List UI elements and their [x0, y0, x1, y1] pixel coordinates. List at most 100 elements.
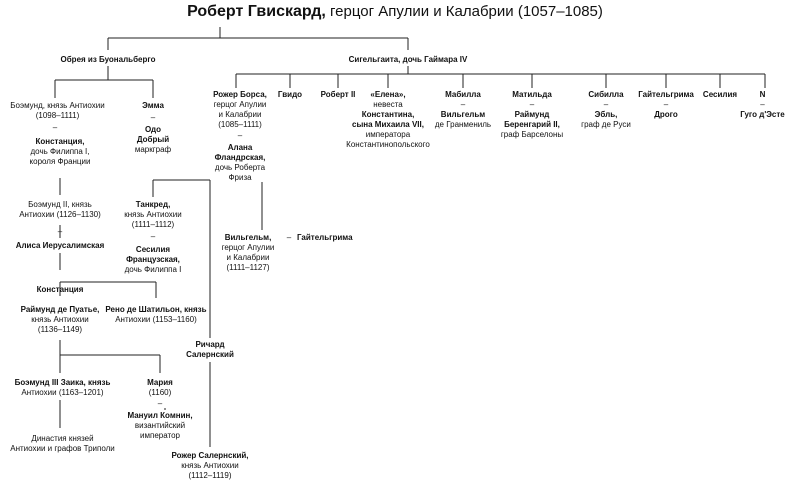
node-richard: Ричард Салернский	[178, 340, 242, 360]
node-sibilla-line4: граф де Руси	[581, 120, 631, 129]
node-n-daughter-line3: Гуго д'Эсте	[740, 110, 785, 119]
node-constance1-line2: дочь Филиппа I,	[30, 147, 90, 156]
node-constance1-line1: Констанция,	[35, 137, 85, 146]
node-mabilla-line3: Вильгельм	[440, 110, 486, 119]
title-main: Роберт Гвискард,	[187, 3, 326, 20]
node-n-daughter-line1: N	[759, 90, 766, 99]
node-emma: Эмма	[142, 101, 164, 110]
node-guido: Гвидо	[277, 90, 303, 99]
node-alana-line3: дочь Роберта	[214, 163, 266, 172]
node-alana: Алана Фландрская, дочь Роберта Фриза	[208, 143, 272, 183]
node-maria: Мария (1160)	[130, 378, 190, 398]
node-roger-salerno-line1: Рожер Салернский,	[171, 451, 249, 460]
node-odo-line3: маркграф	[134, 145, 172, 154]
node-wife1: Обрея из Буональберго	[60, 55, 156, 64]
node-tancred-line3: (1111–1112)	[131, 220, 175, 229]
node-dynasty-line1: Династия князей	[31, 434, 94, 443]
node-dynasty-line2: Антиохии и графов Триполи	[10, 444, 115, 453]
node-elena-line4: сына Михаила VII,	[352, 120, 424, 129]
node-matilda-line3: Раймунд	[514, 110, 550, 119]
dash-tancred: –	[150, 232, 156, 241]
node-bohemond2-line1: Боэмунд II, князь	[28, 200, 92, 209]
node-cecilia-line2: Французская,	[126, 255, 180, 264]
title-rest: герцог Апулии и Калабрии (1057–1085)	[325, 3, 603, 20]
node-odo-line1: Одо	[145, 125, 161, 134]
node-mabilla-line1: Мабилла	[445, 90, 481, 99]
dash-maria: –	[157, 399, 163, 408]
node-bohemond3-line2: Антиохии (1163–1201)	[21, 388, 104, 397]
node-sibilla-line2: –	[603, 100, 609, 109]
node-alana-line2: Фландрская,	[214, 153, 266, 162]
node-cecilia-d: Сесилия	[702, 90, 738, 99]
node-sibilla-line3: Эбль,	[594, 110, 618, 119]
node-maria-line2: (1160)	[148, 388, 172, 397]
node-odo-line2: Добрый	[136, 135, 170, 144]
node-elena: «Елена», невеста Константина, сына Михаи…	[343, 90, 433, 150]
node-alana-line1: Алана	[227, 143, 253, 152]
node-bohemond3-line1: Боэмунд III Заика, князь	[14, 378, 111, 387]
node-elena-line5: императора	[365, 130, 411, 139]
node-mabilla-line2: –	[460, 100, 466, 109]
node-bohemond1-line2: (1098–1111)	[35, 111, 80, 120]
diagram-title: Роберт Гвискард, герцог Апулии и Калабри…	[0, 3, 790, 21]
node-alana-line4: Фриза	[228, 173, 252, 182]
node-matilda: Матильда – Раймунд Беренгарий II, граф Б…	[497, 90, 567, 140]
node-raymond: Раймунд де Пуатье, князь Антиохии (1136–…	[0, 305, 120, 335]
node-roger-borsa-line3: и Калабрии	[218, 110, 262, 119]
node-sibilla-line1: Сибилла	[588, 90, 624, 99]
node-william-line1: Вильгельм,	[224, 233, 272, 242]
dash-bohemond1: –	[52, 123, 58, 132]
node-tancred-line1: Танкред,	[135, 200, 171, 209]
node-bohemond2-line2: Антиохии (1126–1130)	[19, 210, 101, 219]
node-roger-borsa-line4: (1085–1111)	[218, 120, 262, 129]
node-elena-line3: Константина,	[361, 110, 415, 119]
node-elena-line1: «Елена»,	[370, 90, 406, 99]
node-tancred-line2: князь Антиохии	[124, 210, 182, 219]
node-gaitelgrima-d-line3: Дрого	[654, 110, 678, 119]
node-matilda-line5: граф Барселоны	[500, 130, 564, 139]
node-william-line2: герцог Апулии	[221, 243, 275, 252]
node-constance1-line3: короля Франции	[29, 157, 91, 166]
node-gaitelgrima-d: Гайтельгрима – Дрого	[634, 90, 698, 120]
node-reynald-line1: Рено де Шатильон, князь	[105, 305, 207, 314]
node-raymond-line1: Раймунд де Пуатье,	[20, 305, 100, 314]
node-maria-line1: Мария	[147, 378, 173, 387]
node-william-line4: (1111–1127)	[226, 263, 270, 272]
node-cecilia-line1: Сесилия	[135, 245, 171, 254]
node-reynald: Рено де Шатильон, князь Антиохии (1153–1…	[100, 305, 212, 325]
node-roger-salerno: Рожер Салернский, князь Антиохии (1112–1…	[160, 451, 260, 481]
node-robert2: Роберт II	[320, 90, 356, 99]
node-cecilia: Сесилия Французская, дочь Филиппа I	[113, 245, 193, 275]
node-william: Вильгельм, герцог Апулии и Калабрии (111…	[215, 233, 281, 273]
node-elena-line2: невеста	[373, 100, 403, 109]
dash-roger-borsa: –	[237, 131, 243, 140]
node-n-daughter: N – Гуго д'Эсте	[735, 90, 790, 120]
node-roger-salerno-line2: князь Антиохии	[181, 461, 239, 470]
dash-emma: –	[150, 113, 156, 122]
node-reynald-line2: Антиохии (1153–1160)	[115, 315, 197, 324]
node-gaitelgrima-d-line1: Гайтельгрима	[638, 90, 694, 99]
node-manuel: Мануил Комнин, византийский император	[110, 411, 210, 441]
node-mabilla: Мабилла – Вильгельм де Гранмениль	[428, 90, 498, 130]
node-tancred: Танкред, князь Антиохии (1111–1112)	[113, 200, 193, 230]
node-roger-salerno-line3: (1112–1119)	[188, 471, 232, 480]
node-gaitelgrima-w: Гайтельгрима	[297, 233, 353, 242]
node-odo: Одо Добрый маркграф	[120, 125, 186, 155]
node-mabilla-line4: де Гранмениль	[434, 120, 492, 129]
node-bohemond1-line1: Боэмунд, князь Антиохии	[10, 101, 105, 110]
node-manuel-line3: император	[140, 431, 180, 440]
node-matilda-line2: –	[529, 100, 535, 109]
node-constance1: Констанция, дочь Филиппа I, короля Франц…	[0, 137, 120, 167]
node-roger-borsa: Рожер Борса, герцог Апулии и Калабрии (1…	[208, 90, 272, 130]
node-raymond-line3: (1136–1149)	[37, 325, 83, 334]
node-richard-line2: Салернский	[186, 350, 234, 359]
node-manuel-line1: Мануил Комнин,	[127, 411, 193, 420]
dash-william: –	[286, 233, 292, 242]
node-alice: Алиса Иерусалимская	[15, 241, 105, 250]
node-sibilla: Сибилла – Эбль, граф де Руси	[576, 90, 636, 130]
node-n-daughter-line2: –	[760, 100, 765, 109]
node-roger-borsa-line2: герцог Апулии	[213, 100, 267, 109]
node-bohemond1: Боэмунд, князь Антиохии (1098–1111)	[0, 101, 115, 121]
node-elena-line6: Константинопольского	[346, 140, 430, 149]
